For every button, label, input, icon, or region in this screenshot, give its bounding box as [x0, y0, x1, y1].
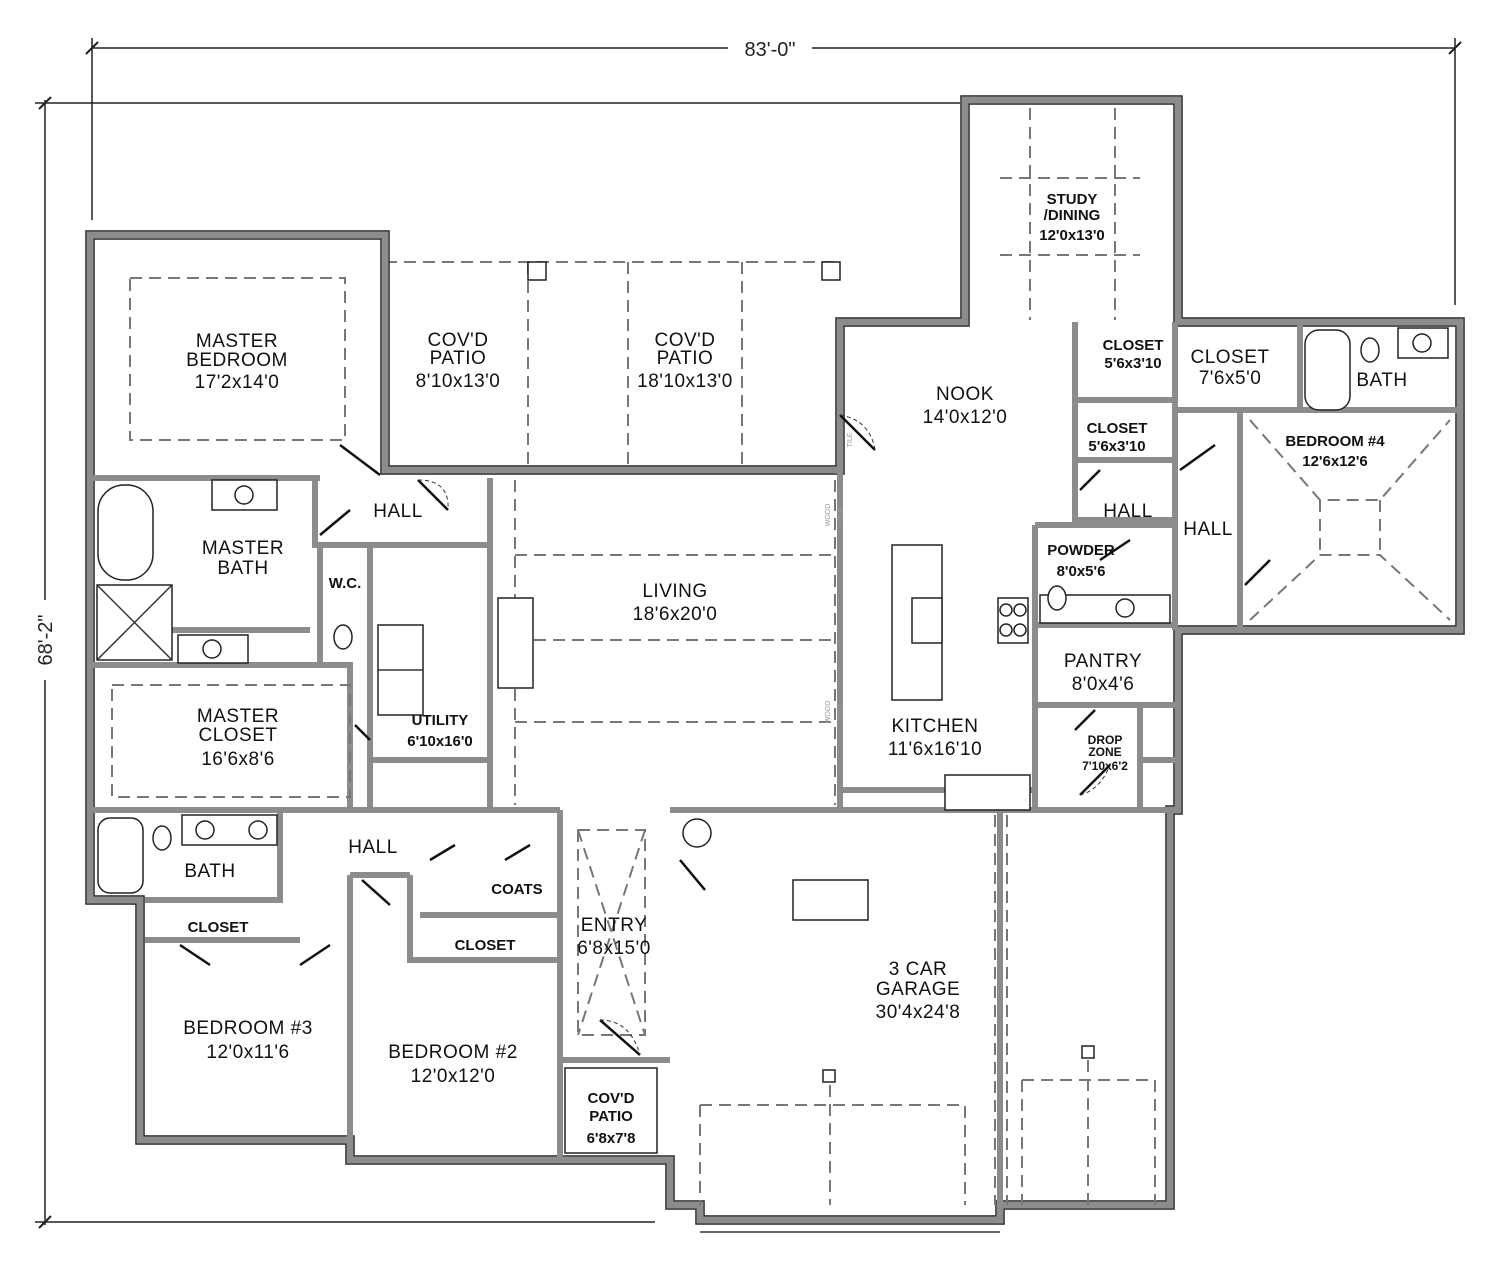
- room-hall-east: HALL: [1103, 501, 1153, 522]
- ceiling-lines: [111, 108, 1451, 1205]
- toilet-icon: [1047, 585, 1067, 611]
- room-closet-3: CLOSET: [188, 919, 249, 936]
- toilet-icon: [333, 624, 353, 650]
- floor-note-tile: TILE: [847, 432, 854, 447]
- room-bath-4: BATH: [1356, 370, 1407, 391]
- room-hall-east: HALL: [1183, 519, 1233, 540]
- toilet-icon: [1360, 337, 1380, 363]
- patio-slab: [564, 1067, 658, 1154]
- doors: [179, 414, 1271, 1056]
- bathtub-icon: [97, 817, 144, 894]
- fixtures: [96, 327, 1449, 1154]
- refrigerator-icon: [944, 774, 1031, 811]
- patio-column: [821, 261, 841, 281]
- patio-column: [527, 261, 547, 281]
- toilet-icon: [152, 825, 172, 851]
- dimension-depth: 68'-2": [34, 96, 960, 1229]
- floor-note-wood: WOOD: [825, 701, 832, 724]
- room-wc: W.C.: [329, 575, 362, 592]
- room-coats: COATS: [491, 881, 542, 898]
- bathtub-icon: [97, 484, 154, 581]
- depth-dimension-label: 68'-2": [35, 615, 57, 666]
- bathtub-icon: [1304, 329, 1351, 411]
- water-heater-icon: [682, 818, 712, 848]
- kitchen-sink-icon: [911, 597, 943, 644]
- width-dimension-label: 83'-0": [745, 39, 796, 61]
- interior-walls: [87, 322, 1460, 1205]
- sink-icon: [1397, 327, 1449, 359]
- room-closet-2: CLOSET: [455, 937, 516, 954]
- dimension-width: 83'-0": [85, 38, 1462, 305]
- patio-outline: [385, 261, 840, 470]
- floor-note-tile: TILE: [838, 507, 845, 522]
- floor-note-tile: TILE: [838, 704, 845, 719]
- room-bath-2: BATH: [184, 861, 235, 882]
- exterior-wall: [85, 95, 1465, 1225]
- room-hall-master: HALL: [373, 501, 423, 522]
- fireplace-icon: [497, 597, 534, 689]
- room-hall-bedrooms: HALL: [348, 837, 398, 858]
- garage-storage: [792, 879, 869, 921]
- exterior-wall-fill: [86, 96, 1464, 1224]
- floor-note-wood: WOOD: [825, 504, 832, 527]
